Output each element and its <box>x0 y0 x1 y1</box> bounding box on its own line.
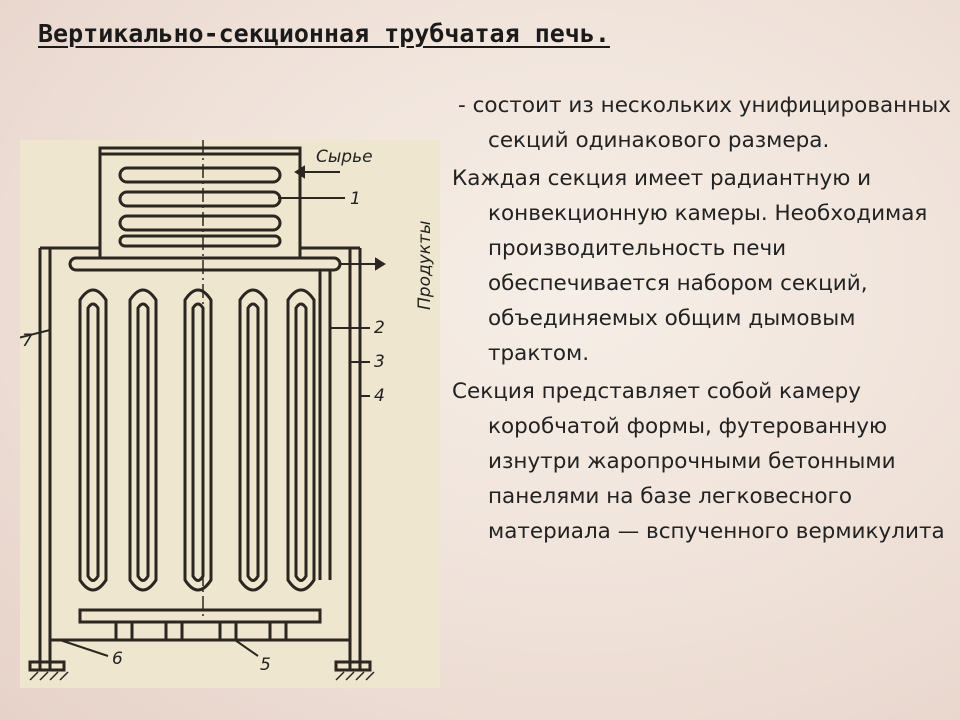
burner <box>114 620 134 642</box>
furnace-diagram: Сырье Продукты 1 2 3 4 5 6 7 <box>20 140 440 688</box>
slide-body: - состоит из нескольких унифицированных … <box>452 88 952 549</box>
callout-5: 5 <box>260 655 271 675</box>
radiant-coil <box>238 288 268 592</box>
radiant-coil <box>183 288 213 592</box>
convection-tube <box>118 190 282 208</box>
burner <box>218 620 238 642</box>
convection-tube <box>118 166 282 184</box>
radiant-coil <box>78 288 108 592</box>
burner <box>164 620 184 642</box>
callout-1: 1 <box>350 189 361 209</box>
feed-label: Сырье <box>316 147 373 167</box>
callout-6: 6 <box>112 649 123 669</box>
paragraph-composition: - состоит из нескольких унифицированных … <box>458 93 951 153</box>
radiant-coil <box>128 288 158 592</box>
burner <box>268 620 288 642</box>
callout-2: 2 <box>374 318 385 338</box>
convection-chamber <box>98 146 302 260</box>
callout-3: 3 <box>374 352 385 372</box>
paragraph-chambers: Каждая секция имеет радиантную и конвекц… <box>452 166 928 366</box>
callout-4: 4 <box>374 386 385 406</box>
furnace-drawing: Сырье Продукты 1 2 3 4 5 6 7 <box>20 140 435 681</box>
burner-collector <box>78 608 322 624</box>
products-label: Продукты <box>415 221 435 310</box>
convection-tube <box>118 234 282 248</box>
paragraph-section: Секция представляет собой камеру коробча… <box>452 379 945 544</box>
convection-tube <box>118 214 282 232</box>
transfer-tube <box>68 256 342 272</box>
slide-title: Вертикально-секционная трубчатая печь. <box>38 19 610 48</box>
callout-7: 7 <box>22 331 33 351</box>
radiant-coil <box>286 288 316 592</box>
